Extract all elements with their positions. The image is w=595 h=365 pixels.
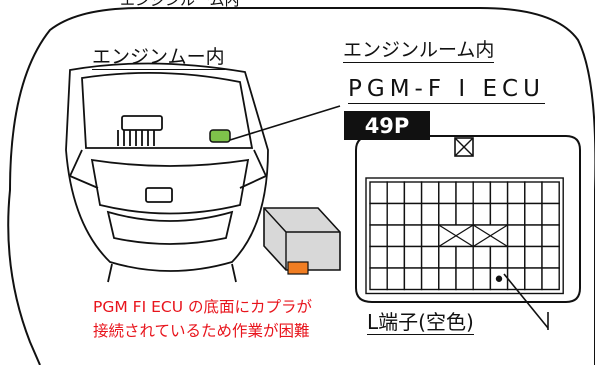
page-title: エンジンルーム内 — [120, 0, 240, 9]
connector-pin — [489, 202, 509, 226]
connector-pin — [541, 267, 560, 291]
connector-pin — [472, 202, 492, 226]
car-illustration — [65, 62, 269, 283]
engine-room-right-label: エンジンルーム内 — [343, 39, 495, 63]
engine-room-label: エンジンムー内 — [92, 46, 225, 70]
engine-cover — [121, 115, 163, 131]
connector-pin — [524, 202, 543, 226]
connector-pin — [506, 181, 526, 205]
connector-pin — [455, 267, 474, 291]
connector-pin — [524, 181, 543, 205]
connector-pin — [489, 245, 509, 269]
connector-pin — [524, 245, 543, 269]
connector-pin — [403, 202, 423, 226]
connector-pin — [369, 202, 388, 226]
connector-face — [355, 135, 581, 303]
connector-pin-badge: 49P — [344, 111, 430, 140]
connector-pin — [420, 202, 440, 226]
terminal-leader-line — [503, 273, 549, 329]
connector-pin — [541, 224, 560, 248]
connector-pin — [541, 181, 560, 205]
connector-pin — [506, 224, 526, 248]
car-body — [65, 62, 269, 272]
car-emblem — [145, 187, 173, 203]
connector-pin — [420, 181, 440, 205]
connector-pin — [455, 181, 474, 205]
car-hood-edge — [90, 158, 250, 215]
note-line-2: 接続されているため作業が困難 — [93, 322, 310, 340]
connector-pin — [386, 245, 406, 269]
terminal-l-dot — [495, 275, 503, 282]
connector-pin — [506, 202, 526, 226]
connector-key-cross — [454, 137, 474, 157]
connector-pin — [489, 181, 509, 205]
ecu-name-label: PGM-F I ECU — [348, 76, 545, 104]
connector-pin — [403, 224, 423, 248]
blocked-pin-cross — [472, 224, 508, 248]
connector-pin — [506, 245, 526, 269]
right-headlight — [239, 149, 268, 189]
connector-pin — [455, 245, 474, 269]
connector-pin — [506, 267, 526, 291]
connector-pin — [403, 245, 423, 269]
connector-pin — [369, 267, 388, 291]
connector-pin — [386, 181, 406, 205]
blocked-pin-cross — [438, 224, 474, 248]
connector-pin — [369, 245, 388, 269]
connector-pin — [472, 267, 492, 291]
connector-pin — [386, 267, 406, 291]
connector-pin — [472, 181, 492, 205]
connector-pin — [438, 267, 457, 291]
pin-grid — [365, 177, 564, 295]
connector-pin — [438, 202, 457, 226]
connector-pin — [403, 267, 423, 291]
ecu-box — [263, 207, 341, 271]
frame-outline — [7, 7, 595, 365]
car-grille — [106, 210, 234, 245]
terminal-label: L端子(空色) — [367, 310, 474, 335]
connector-pin — [455, 202, 474, 226]
connector-pin — [524, 267, 543, 291]
engine-ribs — [117, 130, 155, 146]
connector-pin — [438, 245, 457, 269]
connector-pin — [369, 181, 388, 205]
ecu-location-marker — [209, 129, 231, 143]
car-wheels — [107, 263, 237, 283]
connector-pin — [403, 181, 423, 205]
engine-bay — [81, 71, 254, 149]
connector-pin — [386, 202, 406, 226]
connector-pin — [541, 202, 560, 226]
ecu-box-edges — [263, 207, 340, 270]
connector-pin — [420, 245, 440, 269]
connector-tab — [287, 261, 309, 275]
connector-pin — [420, 267, 440, 291]
left-headlight — [68, 149, 99, 189]
leader-line — [229, 105, 341, 141]
ecu-unit-illustration — [263, 207, 341, 275]
connector-pin — [369, 224, 388, 248]
connector-pin — [541, 245, 560, 269]
connector-pin — [386, 224, 406, 248]
connector-pin — [420, 224, 440, 248]
connector-pin — [472, 245, 492, 269]
connector-pin — [438, 181, 457, 205]
connector-pin — [524, 224, 543, 248]
note-line-1: PGM FI ECU の底面にカプラが — [93, 298, 312, 316]
